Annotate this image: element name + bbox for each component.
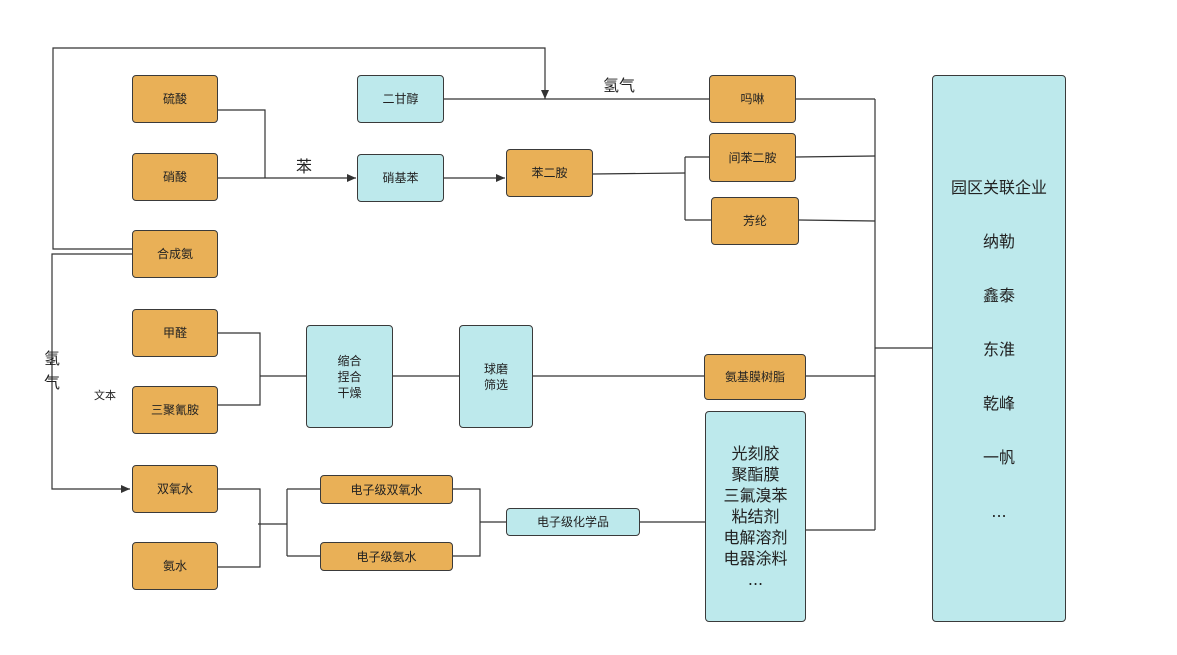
node-downstream-materials: 光刻胶 聚酯膜 三氟溴苯 粘结剂 电解溶剂 电器涂料 ... (705, 411, 806, 622)
node-ammonia-water: 氨水 (132, 542, 218, 590)
node-nitrobenzene: 硝基苯 (357, 154, 444, 202)
node-diethylene-glycol: 二甘醇 (357, 75, 444, 123)
park-company: 鑫泰 (982, 286, 1015, 305)
park-company: 东淮 (982, 340, 1015, 359)
park-company: 一帆 (982, 448, 1015, 467)
node-melamine: 三聚氰胺 (132, 386, 218, 434)
node-nitric-acid: 硝酸 (132, 153, 218, 201)
node-ammonia-synthesis: 合成氨 (132, 230, 218, 278)
node-egrade-chemicals: 电子级化学品 (506, 508, 640, 536)
node-amino-resin: 氨基膜树脂 (704, 354, 806, 400)
park-company: ... (991, 502, 1007, 521)
park-title: 园区关联企业 (950, 178, 1047, 197)
node-m-phenylenediamine: 间苯二胺 (709, 133, 796, 182)
node-formaldehyde: 甲醛 (132, 309, 218, 357)
label-hydrogen-left: 氢气 (43, 349, 60, 392)
node-egrade-peroxide: 电子级双氧水 (320, 475, 453, 504)
label-text-placeholder: 文本 (94, 389, 116, 402)
line-formaldehyde (218, 332, 261, 406)
node-egrade-ammonia: 电子级氨水 (320, 542, 453, 571)
line-hydrogen-to-peroxide (51, 253, 132, 493)
node-ball-mill-process: 球磨 筛选 (459, 325, 533, 428)
node-condensation-process: 缩合 捏合 干燥 (306, 325, 393, 428)
node-phenylenediamine: 苯二胺 (506, 149, 593, 197)
line-egrade-merge (453, 488, 481, 557)
node-park-enterprises: 园区关联企业 纳勒 鑫泰 东淮 乾峰 一帆 ... (932, 75, 1066, 622)
park-company: 乾峰 (982, 394, 1015, 413)
park-company: 纳勒 (982, 232, 1015, 251)
node-sulfuric-acid: 硫酸 (132, 75, 218, 123)
park-company-list: 园区关联企业 纳勒 鑫泰 东淮 乾峰 一帆 ... (951, 174, 1047, 552)
line-peroxide-ammonia (218, 488, 261, 568)
line-aramid-out (798, 219, 876, 222)
label-hydrogen-top: 氢气 (603, 76, 636, 95)
line-m-diamine-out (795, 155, 876, 158)
node-aramid: 芳纶 (711, 197, 799, 245)
line-hydrogen-loop (52, 47, 549, 250)
line-sulfuric-to-nitrobenzene (218, 109, 266, 178)
node-hydrogen-peroxide: 双氧水 (132, 465, 218, 513)
label-benzene: 苯 (296, 157, 313, 176)
line-diamine-to-branch (592, 172, 686, 175)
node-morpholine: 吗啉 (709, 75, 796, 123)
